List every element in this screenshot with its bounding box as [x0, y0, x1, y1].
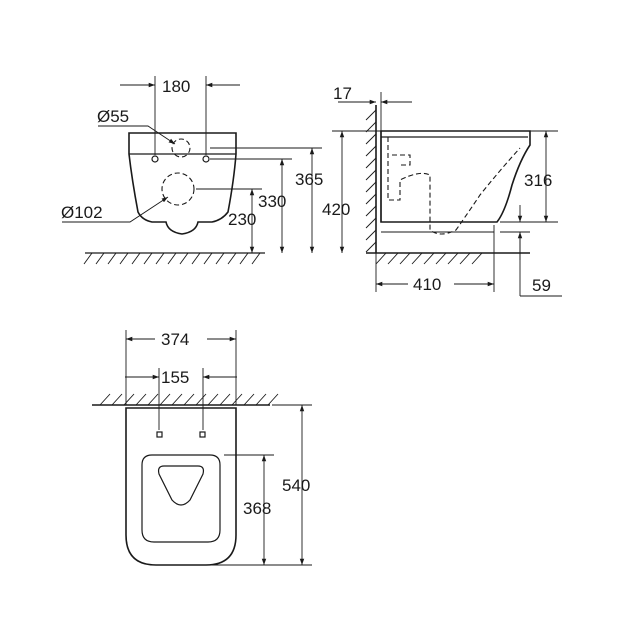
dim-rim-offset: 59 — [532, 276, 551, 295]
side-view: 17 420 316 59 410 — [322, 84, 562, 297]
floor-hatch-side — [375, 252, 483, 265]
dim-projection: 410 — [413, 275, 441, 294]
seat-opening — [141, 454, 221, 543]
top-view: 374 155 540 368 — [92, 329, 312, 566]
dim-bolt-spacing-front: 180 — [162, 77, 190, 96]
bolt-hole-left — [151, 155, 159, 163]
front-view: 180 Ø55 Ø102 230 330 365 — [61, 76, 323, 265]
floor-hatch-front — [83, 252, 261, 265]
dim-wall-offset: 17 — [333, 84, 352, 103]
dim-bolt-height: 330 — [258, 192, 286, 211]
dim-inlet-height: 365 — [295, 170, 323, 189]
trap-outline — [387, 137, 521, 235]
bowl-side-outline — [380, 130, 531, 223]
outlet-circle — [161, 172, 195, 206]
dim-outlet-height: 230 — [228, 210, 256, 229]
wall-hatch-top — [99, 393, 279, 406]
dim-width: 374 — [161, 330, 189, 349]
bowl-well — [157, 465, 205, 506]
bowl-front-outline — [128, 132, 237, 235]
dim-length: 540 — [282, 476, 310, 495]
bolt-hole-top-right — [199, 431, 206, 438]
bolt-hole-top-left — [156, 431, 163, 438]
dim-bolt-spacing-top: 155 — [161, 368, 189, 387]
dim-total-height: 420 — [322, 200, 350, 219]
wall-hatch — [365, 109, 377, 253]
water-inlet-circle — [171, 138, 191, 158]
bolt-hole-right — [202, 155, 210, 163]
dim-bowl-height: 316 — [524, 171, 552, 190]
dim-seat-depth: 368 — [243, 499, 271, 518]
dim-outlet-diameter: Ø102 — [61, 203, 103, 222]
dim-inlet-diameter: Ø55 — [97, 107, 129, 126]
